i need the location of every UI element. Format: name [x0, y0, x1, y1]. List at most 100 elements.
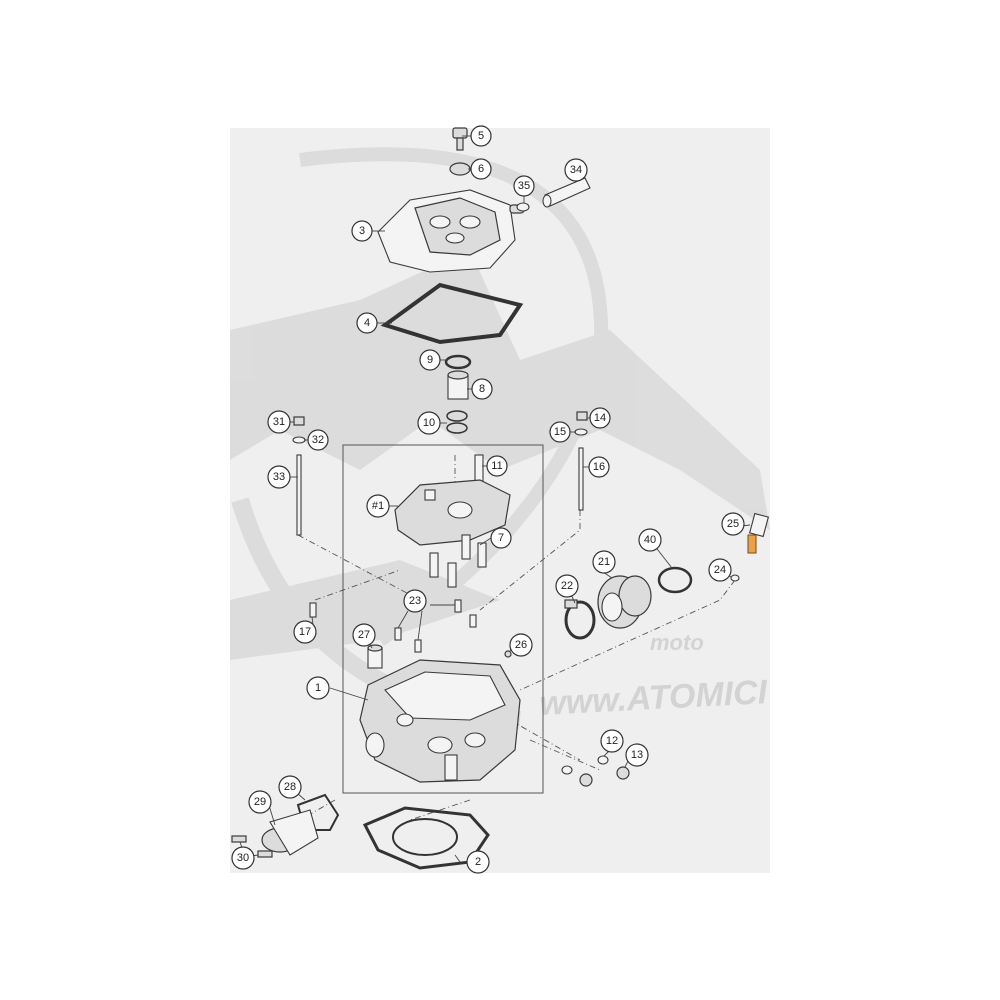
svg-text:16: 16 [593, 461, 605, 473]
callout-8: 8 [471, 378, 493, 400]
svg-text:3: 3 [359, 225, 365, 237]
part-cam-carrier-1 [394, 479, 511, 546]
callout-cam-carrier: #1 [366, 494, 390, 518]
svg-text:11: 11 [491, 460, 502, 472]
part-oring-12 [597, 755, 609, 765]
callout-12: 12 [600, 729, 624, 753]
svg-text:31: 31 [273, 416, 285, 428]
part-washer-32 [292, 436, 306, 444]
svg-text:35: 35 [518, 180, 530, 192]
svg-text:22: 22 [561, 580, 573, 592]
callout-9: 9 [419, 349, 441, 371]
svg-text:7: 7 [498, 532, 504, 544]
callout-15: 15 [549, 421, 571, 443]
part-screws-30 [231, 835, 273, 858]
svg-text:5: 5 [478, 130, 484, 142]
callout-3: 3 [351, 220, 373, 242]
part-stud-33 [296, 454, 302, 536]
callout-21: 21 [592, 550, 616, 574]
part-nut-14 [576, 411, 588, 421]
svg-text:1: 1 [315, 682, 321, 694]
callout-31: 31 [267, 410, 291, 434]
svg-text:9: 9 [427, 354, 433, 366]
svg-text:21: 21 [598, 556, 610, 568]
part-clamp-22 [564, 599, 596, 640]
part-hose-34 [542, 177, 591, 208]
callout-28: 28 [278, 775, 302, 799]
part-clamp-35 [516, 202, 530, 212]
callout-17: 17 [293, 620, 317, 644]
callout-6: 6 [470, 158, 492, 180]
callout-14: 14 [589, 407, 611, 429]
callout-35: 35 [513, 175, 535, 197]
watermark-brand: moto [650, 630, 704, 655]
part-manifold-29 [261, 809, 319, 856]
callout-2: 2 [466, 850, 490, 874]
part-ring-9 [444, 354, 472, 370]
part-oring-10b [446, 422, 468, 434]
svg-text:2: 2 [475, 856, 481, 868]
svg-text:32: 32 [312, 434, 324, 446]
part-clamp-40 [657, 566, 693, 594]
watermark-url: www.ATOMICI [538, 673, 769, 723]
callout-24: 24 [708, 558, 732, 582]
callout-23: 23 [403, 589, 427, 613]
part-washer-6 [449, 162, 471, 176]
part-gasket-4 [380, 282, 524, 345]
callout-29: 29 [248, 790, 272, 814]
part-plug-26 [504, 650, 512, 658]
assembly-lines [297, 455, 736, 821]
svg-text:#1: #1 [372, 500, 384, 512]
callout-5: 5 [470, 125, 492, 147]
svg-text:10: 10 [423, 417, 435, 429]
part-nut-31 [293, 416, 305, 426]
part-bolt-5 [452, 127, 468, 151]
svg-text:23: 23 [409, 595, 421, 607]
svg-text:34: 34 [570, 164, 582, 176]
callout-1: 1 [306, 676, 330, 700]
callout-32: 32 [307, 429, 329, 451]
svg-text:30: 30 [237, 852, 249, 864]
callout-11: 11 [486, 455, 508, 477]
svg-text:4: 4 [364, 317, 370, 329]
group-frame [342, 444, 544, 794]
part-screw-17 [309, 602, 317, 618]
callout-4: 4 [356, 312, 378, 334]
svg-text:24: 24 [714, 564, 726, 576]
svg-text:13: 13 [631, 749, 643, 761]
callout-16: 16 [588, 456, 610, 478]
part-sleeve-27 [367, 644, 383, 669]
callout-10: 10 [417, 411, 441, 435]
svg-text:26: 26 [515, 639, 527, 651]
part-stud-16 [578, 447, 584, 511]
part-valve-cover-3 [377, 189, 525, 273]
callout-40: 40 [638, 528, 662, 552]
callout-30: 30 [231, 846, 255, 870]
callout-25: 25 [721, 512, 745, 536]
callout-27: 27 [352, 623, 376, 647]
svg-text:29: 29 [254, 796, 266, 808]
svg-text:6: 6 [478, 163, 484, 175]
part-washer-15 [574, 428, 588, 436]
part-pin-11 [474, 454, 484, 482]
callout-7: 7 [490, 527, 512, 549]
svg-text:40: 40 [644, 534, 656, 546]
callout-34: 34 [564, 158, 588, 182]
svg-text:8: 8 [479, 383, 485, 395]
callout-33: 33 [267, 465, 291, 489]
part-ring-24 [730, 574, 740, 582]
part-cylinder-head-1 [359, 659, 521, 783]
svg-text:15: 15 [554, 426, 566, 438]
part-oring-12b [561, 765, 573, 775]
part-sleeve-8 [447, 370, 469, 400]
part-sensor-25 [747, 512, 770, 554]
svg-text:12: 12 [606, 735, 618, 747]
svg-text:17: 17 [299, 626, 311, 638]
callout-13: 13 [625, 743, 649, 767]
part-plug-13 [579, 766, 630, 787]
part-lifters-7 [429, 534, 487, 588]
svg-text:33: 33 [273, 471, 285, 483]
svg-text:27: 27 [358, 629, 370, 641]
part-intake-flange-21 [597, 575, 652, 629]
